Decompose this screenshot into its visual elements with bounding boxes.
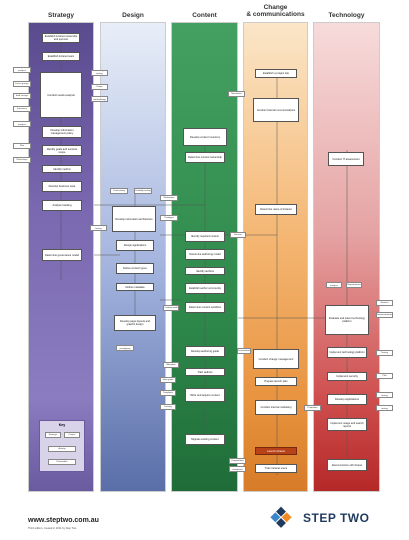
legend-item: Project [64,432,80,438]
tech-method: Pilot [376,373,393,379]
tech-step: Decommission old intranet [327,459,367,471]
strategy-step: Analyse tracking [42,200,82,211]
strategy-method: Usability testing [91,70,108,76]
change-step: Conduct internal communications [253,98,299,122]
tech-step: Evaluate and select technology platform [325,305,369,335]
content-step: Train authors [185,368,225,376]
tech-method: Shortlist [376,300,393,306]
design-method: Accessibility testing [90,225,107,231]
content-step: Determine content workflow [185,302,225,313]
tech-method: Demonstrations [376,312,393,318]
tech-step: Implement usage and search reports [327,418,367,431]
strategy-step: Develop information management policy [42,126,82,138]
change-step-launch: Launch intranet [255,447,297,455]
strategy-method: Key methodology [91,96,108,102]
change-step: Prepare launch plan [255,377,297,386]
design-method: Workshops [160,195,178,201]
header-technology: Technology [328,12,365,19]
design-step: Define metadata [116,283,154,291]
strategy-method: Focus groups [13,81,31,87]
tech-step: Implement security [327,372,367,381]
design-column [100,22,166,492]
header-change-line1: Change [263,4,288,11]
content-step: Identify required content [185,231,225,242]
header-content: Content [192,12,217,19]
tech-method: Testing [376,350,393,356]
strategy-step: Determine governance model [42,249,82,261]
step-two-logo-icon [270,506,292,528]
change-method: Staff champions [229,466,246,472]
content-method: Style guide [160,377,176,383]
header-design: Design [122,12,144,19]
strategy-method: Competitor analysis [13,67,31,73]
design-step: Develop page layouts and graphic design [114,315,156,331]
change-step: Train intranet users [255,464,297,473]
strategy-method: Scope [91,84,108,90]
change-step: Determine name of intranet [255,204,297,215]
strategy-step: Identify metrics [42,165,82,173]
tech-step: Develop applications [327,394,367,405]
design-method: Paper prototyping [116,345,134,351]
content-method: Review [230,232,246,238]
header-strategy: Strategy [47,12,74,19]
change-step: Conduct change management [253,349,299,369]
content-step: Develop content inventory [183,128,227,146]
footer-url[interactable]: www.steptwo.com.au [28,517,99,524]
tech-method: Requirements [346,282,362,288]
content-step: Determine authoring model [185,249,225,260]
content-method: Training [160,404,176,410]
content-step: Develop authoring guide [185,346,225,357]
strategy-method: Pilot [13,143,31,149]
legend-item: Strategic [45,432,61,438]
legend-key: Key Strategic Project Activity Deliverab… [39,420,85,472]
header-change-line2: & communications [246,11,305,18]
change-method: Presentations [237,348,251,354]
tech-method: Market analysis [326,282,342,288]
content-step: Determine content ownership [185,152,225,163]
strategy-method: Interviews [13,106,31,112]
strategy-step: Develop business case [42,181,82,192]
strategy-method: Staff surveys [13,93,31,99]
content-step: Identify authors [185,267,225,275]
design-step: Develop information architecture [112,206,156,232]
change-step: Conduct internal marketing [255,400,297,415]
tech-method: Accessibility testing [376,405,393,411]
content-method: Metadata [163,362,179,368]
legend-item: Activity [48,446,76,452]
change-step: Establish a project site [255,69,297,78]
design-method: Card sorting [110,188,128,194]
change-method: Promotion [304,405,321,411]
strategy-method: Workshops [13,157,31,163]
strategy-step: Identify goals and success scope [42,145,82,156]
content-step: Migrate existing content [185,434,225,445]
content-method: Content audit [163,305,179,311]
legend-item: Deliverable [48,459,76,465]
design-step: Design applications [116,240,154,251]
change-method: Competitions [229,458,246,464]
content-method: Templates [160,390,176,396]
content-step: Establish author community [185,283,225,294]
tech-step: Conduct IT assessment [328,152,364,166]
footer-note: Third edition, created in 2011 by Step T… [28,527,77,530]
brand-name: STEP TWO [303,511,370,525]
design-method: Usability testing [134,188,152,194]
technology-column [313,22,380,492]
strategy-step: Conduct needs analysis [40,72,82,118]
tech-step: Implement technology platform [327,347,367,358]
legend-title: Key [58,423,66,427]
strategy-step: Establish intranet ownership and sponsor [42,33,80,43]
strategy-step: Establish intranet team [42,52,80,61]
tech-method: Usability testing [376,392,393,398]
design-step: Define content types [116,263,154,274]
design-method: Prototype [160,215,178,221]
content-step: Write and acquire content [185,388,225,402]
strategy-method: Stakeholder analysis [13,121,31,127]
change-method: Newsletter [228,91,245,97]
